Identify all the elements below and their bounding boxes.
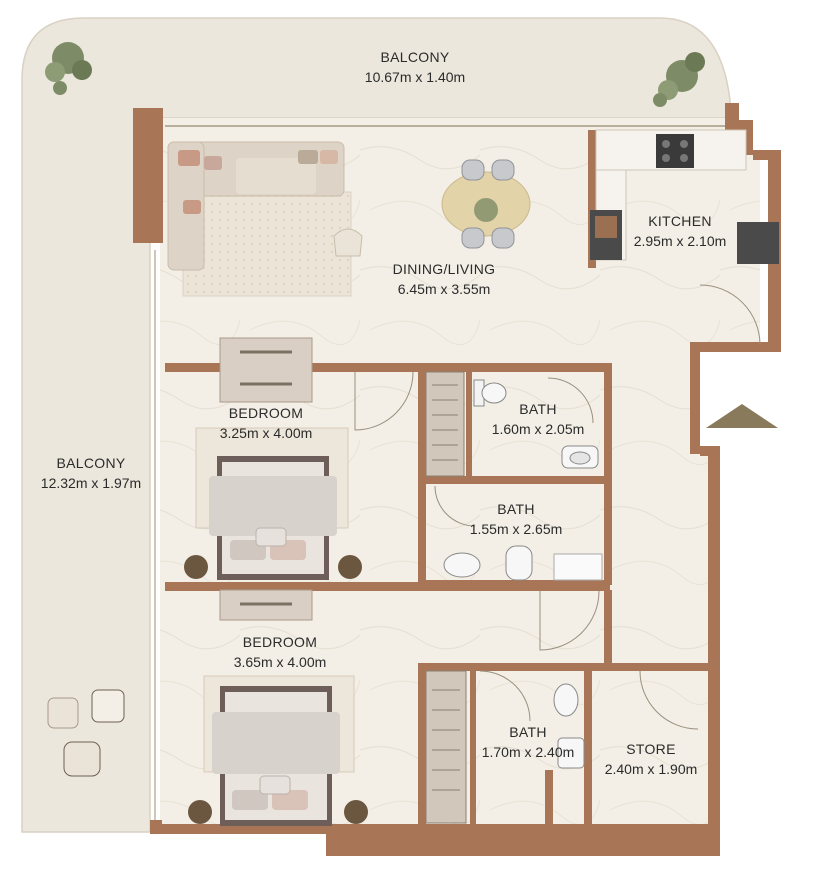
shower-tray — [553, 553, 603, 581]
room-label-balcony-top: BALCONY 10.67m x 1.40m — [365, 47, 465, 87]
room-label-kitchen: KITCHEN 2.95m x 2.10m — [634, 211, 727, 251]
room-name: BALCONY — [380, 49, 450, 65]
bed-icon — [212, 686, 340, 826]
room-dimensions: 6.45m x 3.55m — [397, 281, 491, 297]
armchair-icon — [333, 228, 363, 257]
room-name: BATH — [497, 501, 535, 517]
room-label-bath-2: BATH 1.55m x 2.65m — [470, 499, 563, 539]
room-dimensions: 12.32m x 1.97m — [40, 475, 142, 491]
wardrobe-icon — [425, 670, 467, 824]
entrance-arrow-icon — [706, 404, 778, 428]
nightstand-icon — [188, 800, 212, 824]
nightstand-icon — [338, 555, 362, 579]
nightstand-icon — [184, 555, 208, 579]
room-label-bath-1: BATH 1.60m x 2.05m — [492, 399, 585, 439]
plant-icon — [45, 42, 92, 95]
dining-table-icon — [441, 159, 531, 249]
toilet-icon — [473, 379, 507, 407]
wardrobe-icon — [425, 371, 465, 477]
stove-icon — [656, 134, 694, 168]
room-dimensions: 2.95m x 2.10m — [633, 233, 727, 249]
room-label-dining-living: DINING/LIVING 6.45m x 3.55m — [393, 259, 496, 299]
room-name: KITCHEN — [648, 213, 712, 229]
room-label-balcony-side: BALCONY 12.32m x 1.97m — [41, 453, 141, 493]
wardrobe-icon — [219, 337, 313, 403]
room-dimensions: 1.70m x 2.40m — [481, 744, 575, 760]
room-label-bath-3: BATH 1.70m x 2.40m — [482, 722, 575, 762]
room-name: BALCONY — [56, 455, 126, 471]
room-dimensions: 3.65m x 4.00m — [233, 654, 327, 670]
toilet-icon — [553, 683, 579, 717]
room-name: BATH — [509, 724, 547, 740]
room-dimensions: 1.60m x 2.05m — [491, 421, 585, 437]
room-name: BEDROOM — [242, 634, 318, 650]
living-rug — [182, 191, 352, 297]
sink-icon — [557, 737, 585, 769]
room-name: BATH — [519, 401, 557, 417]
room-dimensions: 2.40m x 1.90m — [604, 761, 698, 777]
fridge-icon — [737, 222, 779, 264]
plant-icon — [653, 52, 705, 107]
room-name: STORE — [626, 741, 676, 757]
room-label-bedroom-1: BEDROOM 3.25m x 4.00m — [220, 403, 313, 443]
room-name: BEDROOM — [228, 405, 304, 421]
wardrobe-icon — [219, 589, 313, 621]
nightstand-icon — [344, 800, 368, 824]
balcony-chair-icon — [47, 689, 125, 777]
room-label-bedroom-2: BEDROOM 3.65m x 4.00m — [234, 632, 327, 672]
sink-icon — [443, 552, 481, 578]
door-swings — [354, 284, 761, 730]
room-label-store: STORE 2.40m x 1.90m — [605, 739, 698, 779]
room-dimensions: 10.67m x 1.40m — [364, 69, 466, 85]
room-dimensions: 3.25m x 4.00m — [219, 425, 313, 441]
room-dimensions: 1.55m x 2.65m — [469, 521, 563, 537]
interior-walls — [165, 130, 718, 830]
room-name: DINING/LIVING — [392, 261, 496, 277]
toilet-icon — [505, 545, 533, 581]
sink-icon — [561, 445, 599, 469]
bed-icon — [209, 456, 337, 580]
kitchen-sink-icon — [590, 210, 622, 260]
sofa-icon — [167, 141, 345, 271]
